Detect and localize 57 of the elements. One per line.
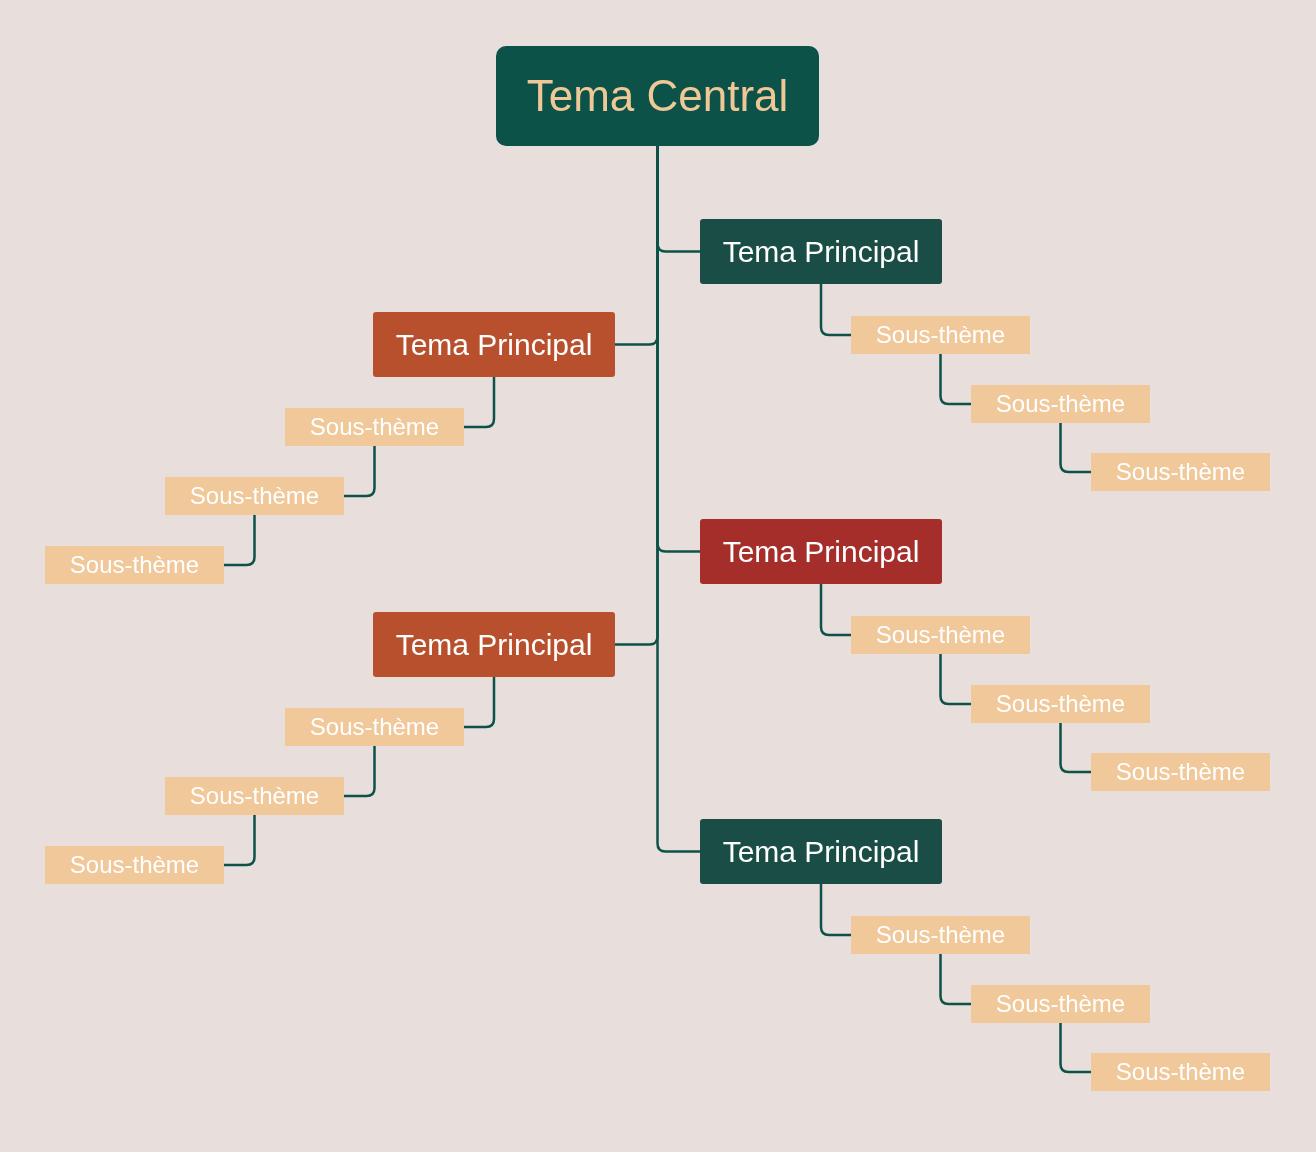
topic-label: Sous-thème — [189, 784, 320, 808]
subtopic-box — [851, 916, 1030, 954]
subtopic-box — [285, 408, 464, 446]
main-topic-box — [700, 219, 942, 284]
topic-label: Tema Principal — [395, 629, 593, 660]
connector-line — [819, 584, 851, 637]
connector-line — [344, 446, 376, 498]
main-topic-box — [373, 312, 615, 377]
subtopic-box — [1091, 1053, 1270, 1091]
central-topic-box — [496, 46, 819, 146]
subtopic-box — [45, 846, 224, 884]
subtopic-box — [851, 316, 1030, 354]
topic-label: Sous-thème — [309, 415, 440, 439]
main-topic-box — [700, 819, 942, 884]
topic-label: Sous-thème — [875, 623, 1006, 647]
connector-line — [939, 354, 971, 406]
connector-line — [1059, 1023, 1091, 1074]
connector-line — [819, 884, 851, 937]
subtopic-box — [1091, 753, 1270, 791]
topic-label: Tema Principal — [722, 836, 920, 867]
connector-line — [224, 515, 256, 567]
topic-label: Sous-thème — [69, 853, 200, 877]
connector-line — [939, 954, 971, 1006]
topic-label: Sous-thème — [1115, 460, 1246, 484]
subtopic-box — [851, 616, 1030, 654]
topic-label: Sous-thème — [995, 992, 1126, 1016]
subtopic-box — [971, 985, 1150, 1023]
subtopic-box — [45, 546, 224, 584]
topic-label: Sous-thème — [309, 715, 440, 739]
topic-label: Sous-thème — [995, 692, 1126, 716]
connector-line — [344, 746, 376, 798]
topic-label: Sous-thème — [1115, 760, 1246, 784]
main-topic-box — [700, 519, 942, 584]
topic-label: Tema Principal — [395, 329, 593, 360]
connector-line — [464, 677, 496, 729]
connector-line — [224, 815, 256, 867]
subtopic-box — [971, 385, 1150, 423]
subtopic-box — [165, 477, 344, 515]
topic-label: Sous-thème — [875, 923, 1006, 947]
connector-line — [1059, 723, 1091, 774]
subtopic-box — [285, 708, 464, 746]
topic-label: Sous-thème — [995, 392, 1126, 416]
main-topic-box — [373, 612, 615, 677]
subtopic-box — [1091, 453, 1270, 491]
topic-label: Sous-thème — [1115, 1060, 1246, 1084]
topic-label: Tema Principal — [722, 536, 920, 567]
connector-line — [1059, 423, 1091, 474]
topic-label: Sous-thème — [189, 484, 320, 508]
topic-label: Tema Principal — [722, 236, 920, 267]
subtopic-box — [165, 777, 344, 815]
subtopic-box — [971, 685, 1150, 723]
topic-label: Sous-thème — [875, 323, 1006, 347]
topic-label: Tema Central — [526, 74, 789, 118]
topic-label: Sous-thème — [69, 553, 200, 577]
connector-line — [464, 377, 496, 429]
connector-line — [939, 654, 971, 706]
connector-line — [819, 284, 851, 337]
